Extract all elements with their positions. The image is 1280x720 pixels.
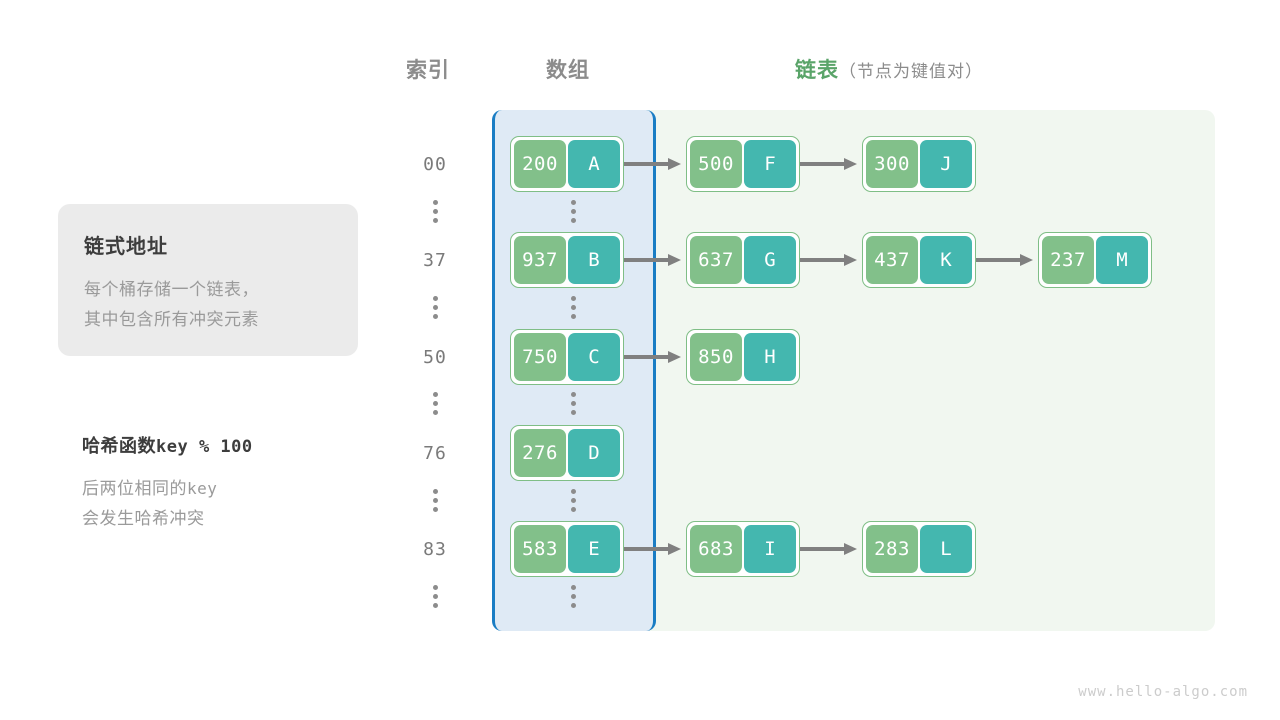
next-pointer-arrow-icon — [800, 254, 862, 266]
column-header-linkedlist-sub: （节点为键值对） — [839, 62, 983, 81]
next-pointer-arrow-icon — [624, 543, 686, 555]
node-key: 637 — [690, 236, 742, 284]
node-value: J — [920, 140, 972, 188]
info-card-line-2: 其中包含所有冲突元素 — [84, 310, 259, 329]
index-column-ellipsis-icon — [433, 296, 438, 319]
info-card-title: 链式地址 — [84, 236, 168, 258]
hash-function-note: 哈希函数key % 100 后两位相同的key 会发生哈希冲突 — [82, 432, 382, 534]
node-value: I — [744, 525, 796, 573]
array-column-ellipsis-icon — [571, 392, 576, 415]
hash-function-line-1: 后两位相同的key — [82, 474, 382, 504]
array-column-ellipsis-icon — [571, 200, 576, 223]
next-pointer-arrow-icon — [800, 543, 862, 555]
bucket-index-label: 50 — [423, 347, 447, 368]
bucket-index-label: 00 — [423, 154, 447, 175]
index-column-ellipsis-icon — [433, 585, 438, 608]
hash-function-title: 哈希函数key % 100 — [82, 432, 382, 458]
node-key: 237 — [1042, 236, 1094, 284]
bucket-index-label: 76 — [423, 443, 447, 464]
hash-function-line-1-text: 后两位相同的 — [82, 479, 187, 498]
node-value: D — [568, 429, 620, 477]
watermark: www.hello-algo.com — [1078, 684, 1248, 700]
node-key: 583 — [514, 525, 566, 573]
node-key: 500 — [690, 140, 742, 188]
index-column-ellipsis-icon — [433, 200, 438, 223]
hash-function-line-2: 会发生哈希冲突 — [82, 509, 205, 528]
node-value: C — [568, 333, 620, 381]
node-key: 276 — [514, 429, 566, 477]
next-pointer-arrow-icon — [624, 158, 686, 170]
array-column-ellipsis-icon — [571, 585, 576, 608]
info-card-body: 每个桶存储一个链表， 其中包含所有冲突元素 — [84, 275, 358, 335]
next-pointer-arrow-icon — [624, 351, 686, 363]
index-column-ellipsis-icon — [433, 392, 438, 415]
node-value: K — [920, 236, 972, 284]
next-pointer-arrow-icon — [976, 254, 1038, 266]
node-value: M — [1096, 236, 1148, 284]
node-value: F — [744, 140, 796, 188]
info-card-line-1: 每个桶存储一个链表， — [84, 280, 259, 299]
node-key: 750 — [514, 333, 566, 381]
index-column-ellipsis-icon — [433, 489, 438, 512]
node-value: A — [568, 140, 620, 188]
hash-function-line-1-code: key — [187, 479, 218, 498]
next-pointer-arrow-icon — [624, 254, 686, 266]
node-value: G — [744, 236, 796, 284]
node-value: H — [744, 333, 796, 381]
node-key: 937 — [514, 236, 566, 284]
column-header-array: 数组 — [546, 59, 590, 82]
column-header-index: 索引 — [406, 59, 450, 82]
hash-function-body: 后两位相同的key 会发生哈希冲突 — [82, 474, 382, 534]
node-key: 437 — [866, 236, 918, 284]
node-value: E — [568, 525, 620, 573]
node-key: 300 — [866, 140, 918, 188]
hash-function-expression: key % 100 — [156, 437, 253, 457]
node-key: 200 — [514, 140, 566, 188]
node-key: 283 — [866, 525, 918, 573]
bucket-index-label: 83 — [423, 539, 447, 560]
node-value: L — [920, 525, 972, 573]
array-column-ellipsis-icon — [571, 489, 576, 512]
hash-function-label: 哈希函数 — [82, 436, 156, 456]
bucket-index-label: 37 — [423, 250, 447, 271]
node-key: 850 — [690, 333, 742, 381]
column-header-linkedlist: 链表（节点为键值对） — [795, 54, 983, 84]
info-card-chaining: 链式地址 每个桶存储一个链表， 其中包含所有冲突元素 — [58, 204, 358, 356]
column-header-linkedlist-main: 链表 — [795, 59, 839, 82]
array-column-ellipsis-icon — [571, 296, 576, 319]
node-value: B — [568, 236, 620, 284]
node-key: 683 — [690, 525, 742, 573]
next-pointer-arrow-icon — [800, 158, 862, 170]
